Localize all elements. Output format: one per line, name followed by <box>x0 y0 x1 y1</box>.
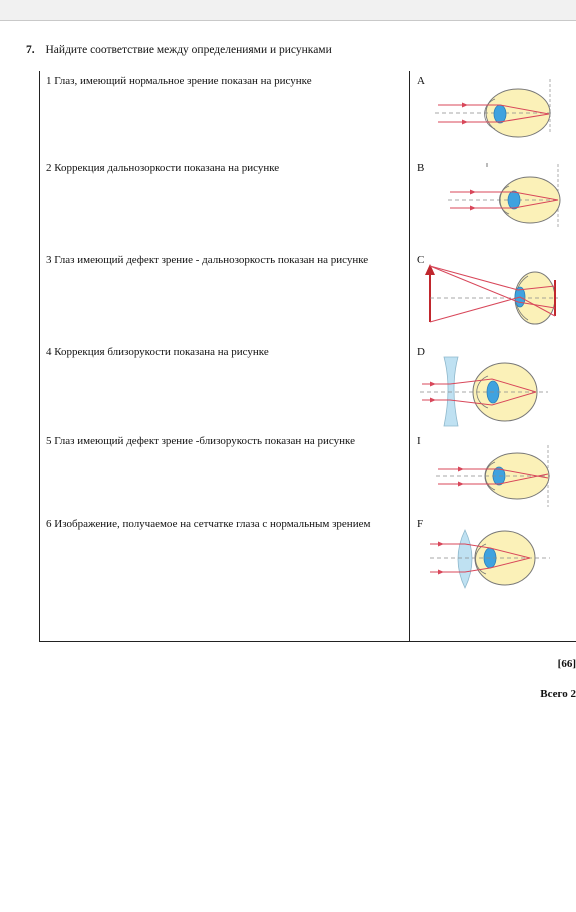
score-label: [66] <box>557 658 576 670</box>
picture-letter: C <box>417 254 425 266</box>
definition-text: 1 Глаз, имеющий нормальное зрение показа… <box>46 75 312 87</box>
table-row: 3 Глаз имеющий дефект зрение - дальнозор… <box>39 250 576 342</box>
table-row: 4 Коррекция близорукости показана на рис… <box>39 342 576 431</box>
question-text: Найдите соответствие между определениями… <box>45 44 332 56</box>
eye-myopia-correction-diagram <box>420 356 548 427</box>
definition-cell: 5 Глаз имеющий дефект зрение -близорукос… <box>39 431 410 514</box>
total-label: Всего 2 <box>540 688 576 700</box>
matching-table: 1 Глаз, имеющий нормальное зрение показа… <box>39 71 576 642</box>
definition-text: 2 Коррекция дальнозоркости показана на р… <box>46 162 280 174</box>
definition-cell: 2 Коррекция дальнозоркости показана на р… <box>39 158 410 250</box>
picture-letter: B <box>417 162 425 174</box>
picture-letter: D <box>417 346 425 358</box>
eye-farsight-correction-diagram <box>448 163 561 228</box>
definition-text: 6 Изображение, получаемое на сетчатке гл… <box>46 518 371 530</box>
picture-cell: A <box>410 71 576 158</box>
picture-letter: I <box>417 435 421 447</box>
question-number: 7. <box>26 44 35 56</box>
definition-text: 3 Глаз имеющий дефект зрение - дальнозор… <box>46 254 369 266</box>
picture-cell: D <box>410 342 576 431</box>
picture-cell: C <box>410 250 576 342</box>
picture-letter: A <box>417 75 425 87</box>
picture-cell: F <box>409 514 576 642</box>
definition-cell: 3 Глаз имеющий дефект зрение - дальнозор… <box>39 250 410 342</box>
definition-cell: 1 Глаз, имеющий нормальное зрение показа… <box>39 71 410 158</box>
definition-text: 5 Глаз имеющий дефект зрение -близорукос… <box>46 435 356 447</box>
definition-cell: 6 Изображение, получаемое на сетчатке гл… <box>39 514 410 642</box>
definition-text: 4 Коррекция близорукости показана на рис… <box>46 346 269 358</box>
table-row: 6 Изображение, получаемое на сетчатке гл… <box>39 514 576 642</box>
table-row: 5 Глаз имеющий дефект зрение -близорукос… <box>39 431 576 514</box>
eye-myopia-defect-diagram <box>436 445 550 507</box>
top-bar <box>0 0 576 21</box>
definition-cell: 4 Коррекция близорукости показана на рис… <box>39 342 410 431</box>
picture-cell: B <box>410 158 576 250</box>
picture-letter: F <box>417 518 424 530</box>
eye-retina-image-diagram <box>430 529 550 589</box>
table-row: 2 Коррекция дальнозоркости показана на р… <box>39 158 576 250</box>
picture-cell: I <box>410 431 576 514</box>
eye-normal-diagram <box>435 79 552 138</box>
question-heading: 7. Найдите соответствие между определени… <box>26 44 332 56</box>
table-row: 1 Глаз, имеющий нормальное зрение показа… <box>39 71 576 158</box>
eye-farsight-defect-diagram <box>425 264 558 325</box>
